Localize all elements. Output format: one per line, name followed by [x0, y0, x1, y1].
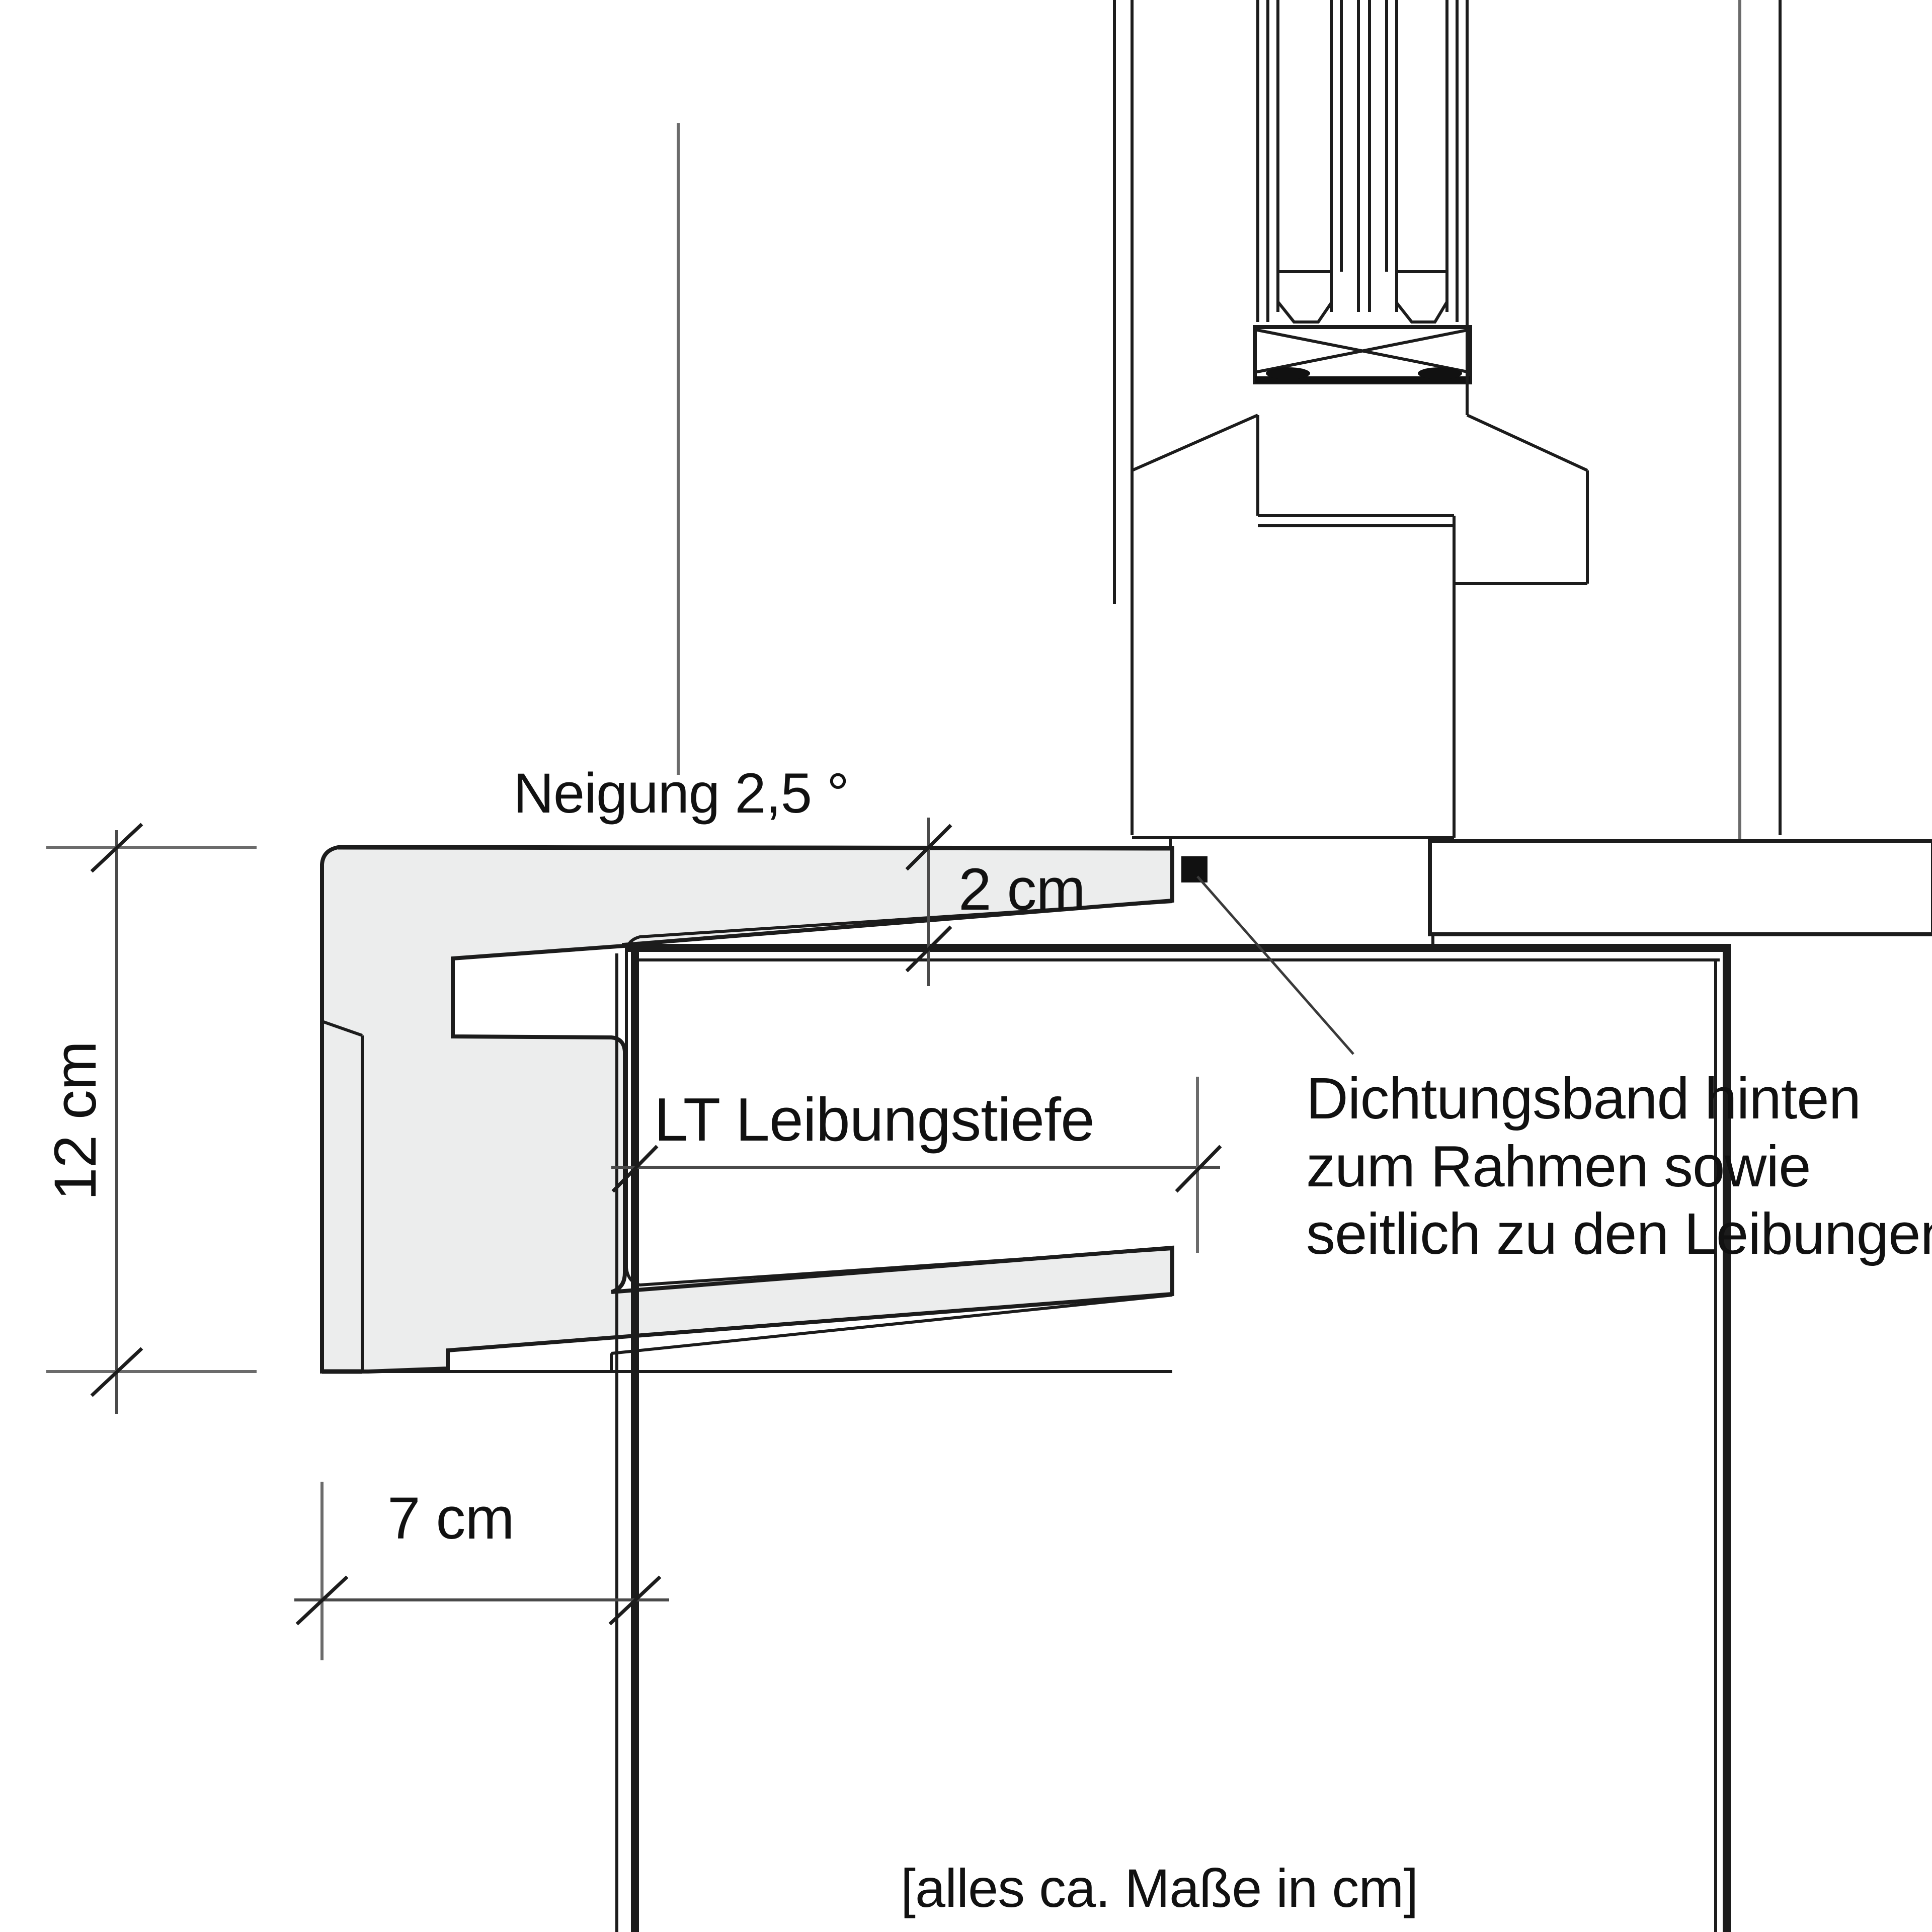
sealing-tape-annotation-line-2: zum Rahmen sowie: [1306, 1133, 1811, 1199]
overhang-dimension-label: 7 cm: [387, 1485, 515, 1552]
wall-section: [1113, 0, 1782, 850]
sealing-tape-annotation-line-3: seitlich zu den Leibungen: [1306, 1201, 1932, 1267]
sealing-tape-leader: [1196, 875, 1354, 1055]
slope-label: Neigung 2,5 °: [513, 762, 849, 825]
dimension-leibungstiefe: [611, 1077, 1222, 1253]
sealing-tape-annotation: Dichtungsband hinten zum Rahmen sowie se…: [1306, 1065, 1932, 1268]
reveal-and-wall-lines: [615, 944, 1731, 1932]
sealing-tape-dot: [1181, 856, 1208, 882]
interior-sill-board: [1428, 839, 1932, 936]
sealing-tape-annotation-line-1: Dichtungsband hinten: [1306, 1066, 1861, 1131]
dimension-7cm: [294, 1482, 669, 1660]
glazing-spacer: [1253, 325, 1472, 384]
dimension-12cm: [46, 823, 257, 1414]
dimension-2cm: [905, 818, 952, 986]
reveal-depth-label: LT Leibungstiefe: [654, 1085, 1095, 1154]
height-dimension-label: 12 cm: [42, 1041, 109, 1201]
glazing-unit: [1253, 0, 1472, 384]
units-caption: [alles ca. Maße in cm]: [901, 1858, 1418, 1918]
front-thickness-label: 2 cm: [958, 856, 1086, 923]
